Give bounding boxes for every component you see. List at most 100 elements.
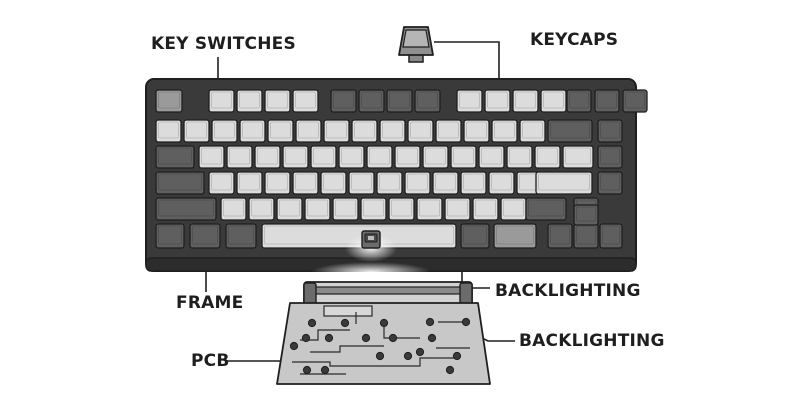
- keycap: [155, 171, 205, 195]
- keycap: [267, 119, 294, 143]
- keycap: [323, 119, 350, 143]
- keycap: [450, 145, 477, 169]
- keycap: [463, 119, 490, 143]
- pcb-traces: [292, 305, 470, 375]
- keycap: [155, 197, 217, 221]
- keycap: [493, 223, 537, 249]
- keycap: [478, 145, 505, 169]
- keycap: [236, 171, 263, 195]
- keycap: [282, 145, 309, 169]
- keycap: [236, 89, 263, 113]
- keycap: [366, 145, 393, 169]
- keycap: [220, 197, 247, 221]
- solder-point: [361, 333, 371, 343]
- keycap: [404, 171, 431, 195]
- keycap: [254, 145, 281, 169]
- keycap: [330, 89, 357, 113]
- keycap: [573, 204, 599, 226]
- keycap: [239, 119, 266, 143]
- keycap: [597, 119, 623, 143]
- keycaps-leader: [434, 41, 500, 80]
- label-key-switches: KEY SWITCHES: [151, 34, 296, 54]
- solder-point: [307, 318, 317, 328]
- keycap: [320, 171, 347, 195]
- keycap: [597, 171, 623, 195]
- keycap: [547, 119, 593, 143]
- solder-point: [289, 341, 299, 351]
- solder-point: [445, 365, 455, 375]
- keycap: [414, 89, 441, 113]
- key-switch-icon: [345, 230, 397, 262]
- keycap: [460, 223, 490, 249]
- keycap: [226, 145, 253, 169]
- keycap: [622, 89, 648, 113]
- keycap: [155, 223, 185, 249]
- keycap-icon: [398, 26, 434, 63]
- keycap: [500, 197, 527, 221]
- keycap: [155, 89, 183, 113]
- keycap: [360, 197, 387, 221]
- solder-point: [388, 333, 398, 343]
- solder-point: [415, 347, 425, 357]
- solder-point: [340, 318, 350, 328]
- keycap: [338, 145, 365, 169]
- keycap: [304, 197, 331, 221]
- keycap: [472, 197, 499, 221]
- keycap: [264, 89, 291, 113]
- keycap: [276, 197, 303, 221]
- label-backlighting-pcb: BACKLIGHTING: [519, 331, 665, 351]
- keycap: [562, 145, 594, 169]
- keycap: [292, 89, 319, 113]
- keycap: [540, 89, 567, 113]
- keycap: [198, 145, 225, 169]
- keycap: [435, 119, 462, 143]
- keycap: [422, 145, 449, 169]
- keycap: [488, 171, 515, 195]
- keycap: [547, 223, 573, 249]
- keycap: [351, 119, 378, 143]
- backlight-glow: [311, 262, 431, 282]
- keycap: [348, 171, 375, 195]
- keycap: [379, 119, 406, 143]
- keycap: [444, 197, 471, 221]
- solder-point: [379, 318, 389, 328]
- keycap: [208, 171, 235, 195]
- keycap: [432, 171, 459, 195]
- keycap: [519, 119, 546, 143]
- pcb-board: [276, 302, 491, 385]
- keycap: [594, 89, 620, 113]
- keycap: [295, 119, 322, 143]
- keycap: [491, 119, 518, 143]
- pcb-solder-points: [289, 317, 471, 375]
- label-backlighting-strip: BACKLIGHTING: [495, 281, 641, 301]
- keycap: [189, 223, 221, 249]
- solder-point: [403, 351, 413, 361]
- keycap: [484, 89, 511, 113]
- keycap: [211, 119, 238, 143]
- keycap: [248, 197, 275, 221]
- solder-point: [427, 333, 437, 343]
- keycap: [525, 197, 567, 221]
- keycap: [512, 89, 539, 113]
- keycap: [534, 145, 561, 169]
- keycap: [394, 145, 421, 169]
- label-frame: FRAME: [176, 293, 244, 313]
- keycap: [456, 89, 483, 113]
- keycap: [208, 89, 235, 113]
- keycap: [225, 223, 257, 249]
- solder-point: [324, 333, 334, 343]
- keycap: [376, 171, 403, 195]
- solder-point: [375, 351, 385, 361]
- keycap: [358, 89, 385, 113]
- label-pcb: PCB: [191, 351, 230, 371]
- solder-point: [301, 333, 311, 343]
- keycap: [264, 171, 291, 195]
- keycap: [599, 223, 623, 249]
- keycap: [573, 223, 599, 249]
- keycap: [460, 171, 487, 195]
- keycap: [407, 119, 434, 143]
- solder-point: [461, 317, 471, 327]
- keycap: [183, 119, 210, 143]
- solder-point: [425, 317, 435, 327]
